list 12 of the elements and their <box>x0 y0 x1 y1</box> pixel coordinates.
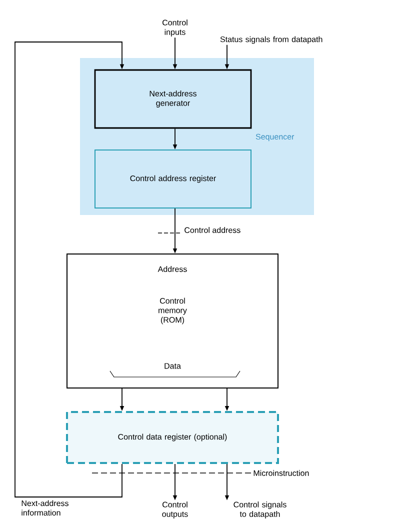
signal-label: Control signals to datapath <box>234 502 286 518</box>
edge-label: Next-address information <box>22 500 68 516</box>
signal-label: Control outputs <box>162 502 188 518</box>
process-box: Control address register <box>94 150 252 208</box>
edge-label: Control address <box>183 226 242 234</box>
signal-label: Control inputs <box>162 20 188 36</box>
arrow <box>14 42 124 498</box>
field-label: Microinstruction <box>252 469 310 477</box>
process-box: Next-address generator <box>94 69 252 129</box>
memory-box: Address Control memory (ROM) Data <box>66 254 278 388</box>
signal-label: Status signals from datapath <box>220 36 322 44</box>
register-box: Control data register (optional) <box>66 411 279 464</box>
